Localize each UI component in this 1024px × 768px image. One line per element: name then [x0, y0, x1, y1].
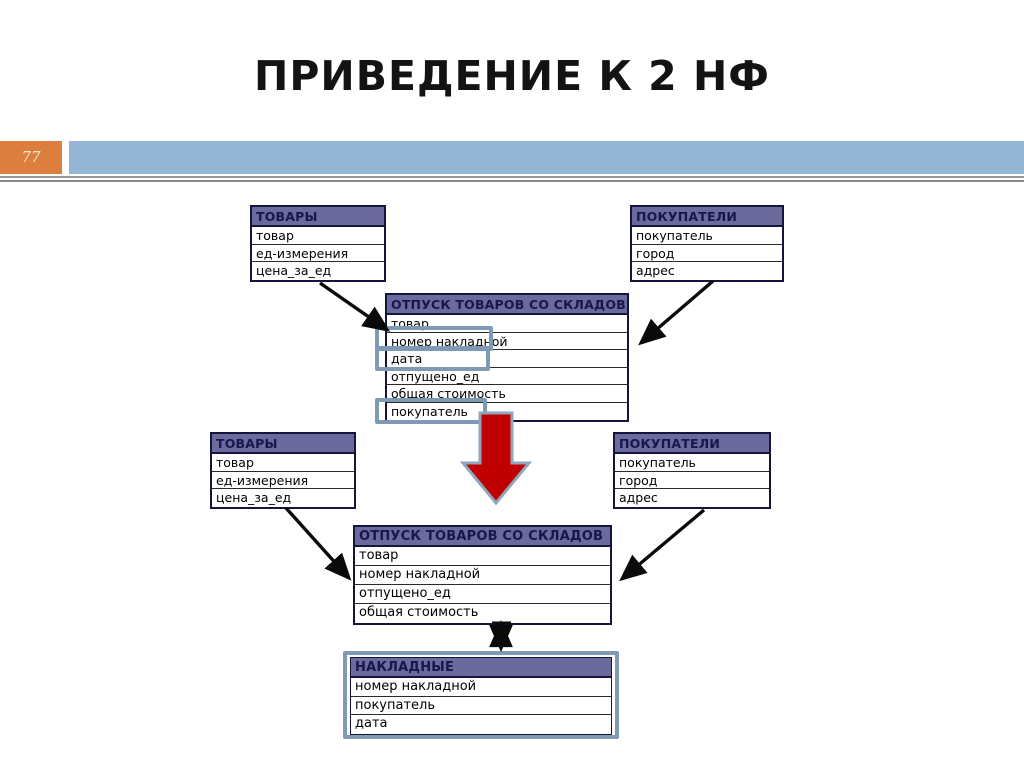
table-header: НАКЛАДНЫЕ: [351, 658, 611, 678]
table-header: ТОВАРЫ: [212, 434, 354, 454]
table-row: товар: [355, 547, 610, 566]
entity-table-pokupateli-before: ПОКУПАТЕЛИ покупатель город адрес: [630, 205, 784, 282]
table-row: адрес: [636, 263, 675, 278]
table-row: дата: [387, 350, 627, 368]
table-header: ОТПУСК ТОВАРОВ СО СКЛАДОВ: [387, 295, 627, 315]
table-row: общая стоимость: [387, 385, 627, 403]
table-row: общая стоимость: [359, 605, 479, 620]
table-header: ОТПУСК ТОВАРОВ СО СКЛАДОВ: [355, 527, 610, 547]
table-row: товар: [252, 227, 384, 245]
table-row: адрес: [619, 490, 658, 505]
accent-bar: [69, 141, 1024, 174]
slide-title: ПРИВЕДЕНИЕ К 2 НФ: [254, 52, 770, 100]
arrow-pokupateli-to-otpusk-after: [619, 508, 706, 582]
big-red-arrow: [459, 411, 533, 506]
entity-table-otpusk-before: ОТПУСК ТОВАРОВ СО СКЛАДОВ товар номер на…: [385, 293, 629, 422]
divider-line: [0, 179, 1024, 180]
table-row: цена_за_ед: [216, 490, 292, 505]
table-row: цена_за_ед: [256, 263, 332, 278]
arrow-tovary-to-otpusk-after: [284, 506, 352, 581]
entity-table-nakladnye: НАКЛАДНЫЕ номер накладной покупатель дат…: [350, 657, 612, 735]
table-row: отпущено_ед: [387, 368, 627, 385]
table-row: ед-измерения: [252, 245, 384, 262]
arrow-tovary-to-otpusk-before: [319, 281, 391, 332]
entity-table-otpusk-after: ОТПУСК ТОВАРОВ СО СКЛАДОВ товар номер на…: [353, 525, 612, 625]
table-row: товар: [387, 315, 627, 333]
table-header: ПОКУПАТЕЛИ: [632, 207, 782, 227]
entity-table-pokupateli-after: ПОКУПАТЕЛИ покупатель город адрес: [613, 432, 771, 509]
page-number-badge: 77: [0, 141, 62, 174]
table-row: покупатель: [351, 697, 611, 715]
divider-line: [0, 180, 1024, 182]
entity-table-tovary-before: ТОВАРЫ товар ед-измерения цена_за_ед: [250, 205, 386, 282]
table-row: номер накладной: [387, 333, 627, 350]
table-row: номер накладной: [355, 566, 610, 585]
table-row: покупатель: [615, 454, 769, 472]
entity-table-tovary-after: ТОВАРЫ товар ед-измерения цена_за_ед: [210, 432, 356, 509]
table-row: номер накладной: [351, 678, 611, 697]
table-row: ед-измерения: [212, 472, 354, 489]
table-row: товар: [212, 454, 354, 472]
table-row: дата: [355, 716, 388, 731]
table-row: город: [632, 245, 782, 262]
divider-line: [0, 176, 1024, 178]
table-row: город: [615, 472, 769, 489]
table-header: ПОКУПАТЕЛИ: [615, 434, 769, 454]
table-header: ТОВАРЫ: [252, 207, 384, 227]
table-row: отпущено_ед: [355, 585, 610, 604]
arrow-pokupateli-to-otpusk-before: [638, 279, 715, 346]
table-row: покупатель: [632, 227, 782, 245]
table-row: покупатель: [391, 403, 468, 419]
